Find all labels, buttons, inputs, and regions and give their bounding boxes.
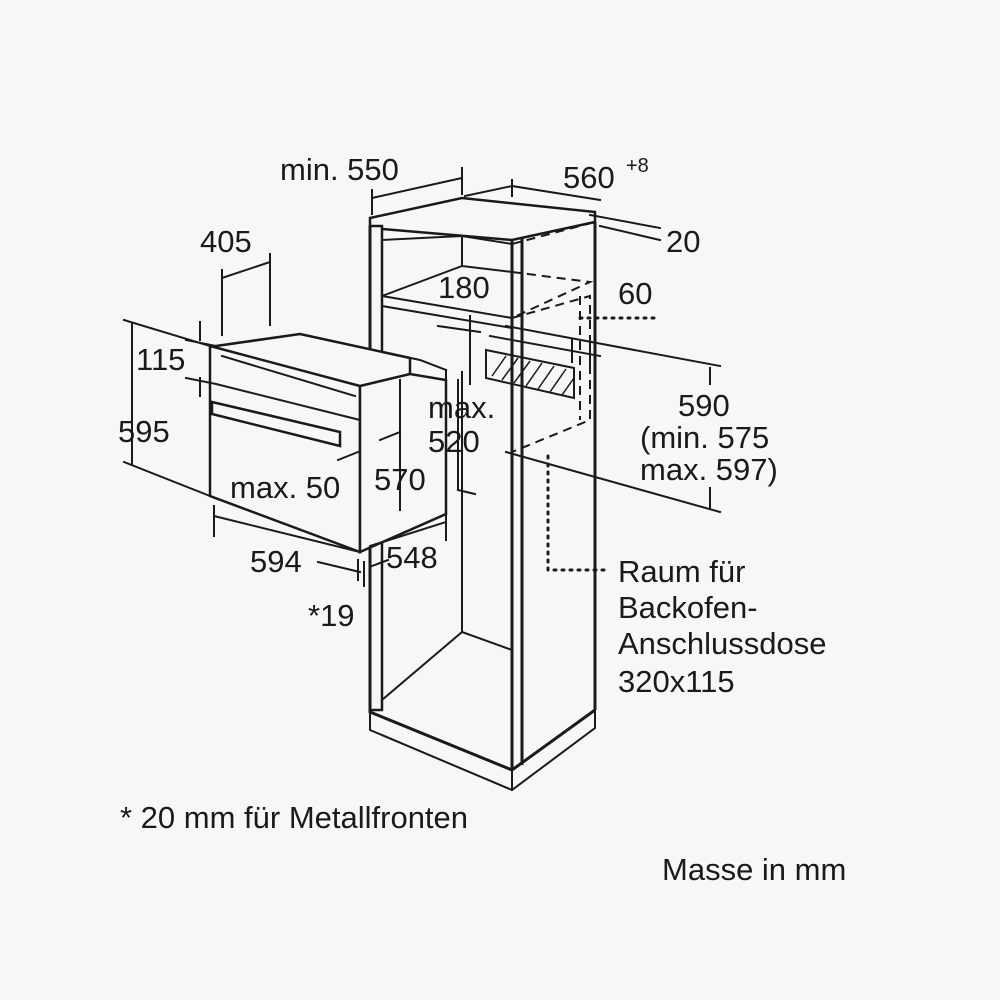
dim-595-bot — [122, 460, 212, 498]
dim-50-b — [336, 450, 360, 462]
hidden-shelf — [511, 271, 594, 319]
socket-note-line4: 320x115 — [618, 664, 735, 699]
dim-560-line-2 — [510, 184, 602, 202]
socket-note: Raum für Backofen- Anschlussdose 320x115 — [618, 554, 827, 699]
label-594: 594 — [250, 544, 302, 579]
cabinet — [368, 196, 662, 792]
label-20: 20 — [666, 224, 700, 259]
label-60: 60 — [618, 276, 652, 311]
socket-hatch — [491, 355, 575, 396]
dimension-labels: min. 550 560 +8 20 405 180 60 115 595 ma… — [118, 152, 778, 633]
dim-560-line — [463, 184, 514, 198]
socket-space-box — [485, 348, 575, 400]
middle-shelf-2 — [380, 304, 514, 330]
socket-note-line2: Backofen- — [618, 590, 758, 625]
label-405: 405 — [200, 224, 252, 259]
dim-590-top — [504, 324, 722, 368]
label-min-550: min. 550 — [280, 152, 399, 187]
units-note: Masse in mm — [662, 852, 846, 887]
oven-panel-edge-2 — [220, 354, 357, 398]
cabinet-back-top — [520, 220, 597, 240]
label-max: max. — [428, 390, 495, 425]
dim-20-line-b — [598, 224, 662, 242]
dim-548-line — [368, 520, 448, 548]
label-560-tolerance: +8 — [626, 155, 649, 177]
dim-550-line — [370, 176, 464, 200]
label-min-575: (min. 575 — [640, 420, 769, 455]
cabinet-top-board — [368, 196, 597, 242]
dim-520-b — [456, 488, 477, 496]
label-595: 595 — [118, 414, 170, 449]
dim-594-line — [212, 514, 362, 554]
socket-note-line1: Raum für — [618, 554, 745, 589]
label-19: *19 — [308, 598, 355, 633]
oven-side — [358, 372, 448, 554]
label-520: 520 — [428, 424, 480, 459]
dim-590-bottom — [504, 450, 722, 514]
label-max-597: max. 597) — [640, 452, 778, 487]
dim-19-a — [316, 560, 362, 574]
label-560: 560 — [563, 160, 615, 195]
label-max-50: max. 50 — [230, 470, 340, 505]
dim-405-line — [220, 260, 272, 280]
label-570: 570 — [374, 462, 426, 497]
hidden-rear-oven — [511, 294, 591, 453]
oven-control-panel-edge — [214, 382, 362, 422]
dim-595-top — [122, 318, 212, 348]
cabinet-plinth — [369, 709, 596, 792]
oven-handle — [210, 400, 342, 448]
label-115: 115 — [136, 342, 185, 377]
lower-inner-floor — [460, 630, 514, 652]
footnote: * 20 mm für Metallfronten — [120, 800, 468, 835]
dim-50-a — [378, 430, 402, 442]
dimension-lines — [122, 167, 722, 587]
dim-20-line-a — [588, 213, 662, 230]
socket-dotted-leader — [546, 454, 612, 572]
dim-19-c — [370, 558, 390, 568]
oven — [208, 332, 448, 554]
dim-60-a — [488, 334, 602, 358]
label-590: 590 — [678, 388, 730, 423]
label-180: 180 — [438, 270, 490, 305]
label-548: 548 — [386, 540, 438, 575]
dim-180-tick-2 — [436, 324, 482, 334]
socket-note-line3: Anschlussdose — [618, 626, 827, 661]
middle-shelf — [380, 294, 514, 320]
oven-back-top — [298, 332, 448, 372]
